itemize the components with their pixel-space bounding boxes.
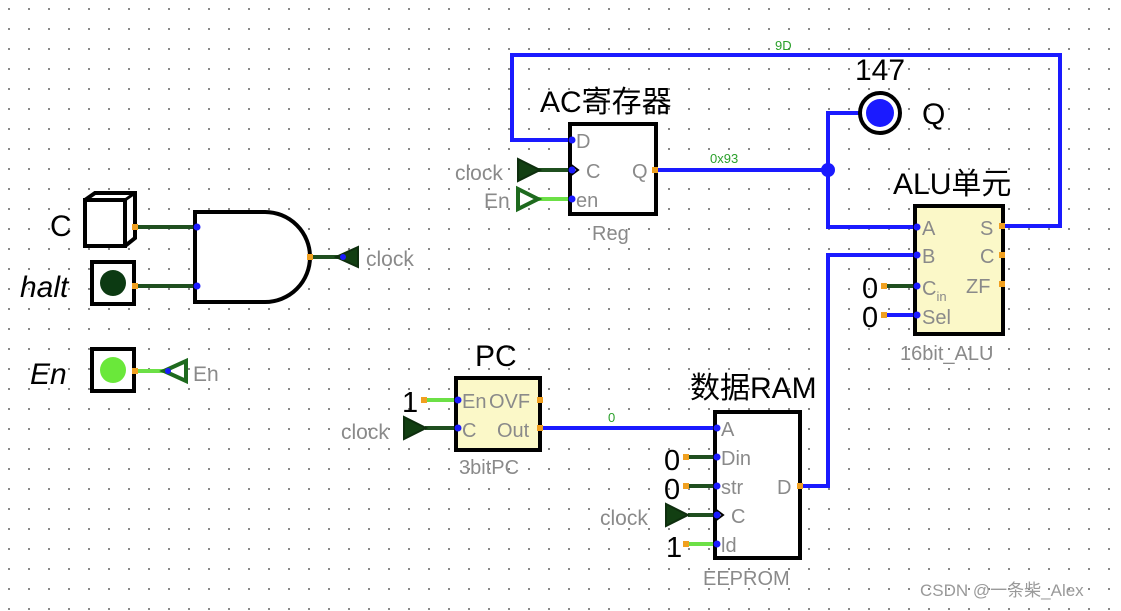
ac-pin-en: en bbox=[576, 190, 598, 212]
en-tunnel-ac bbox=[516, 185, 543, 213]
ac-pin-q: Q bbox=[632, 161, 648, 183]
clock-tunnel-gate bbox=[333, 245, 359, 269]
pc-en-constant: 1 bbox=[402, 387, 418, 419]
clock-tunnel-ram bbox=[665, 502, 691, 528]
pc-pin-c: C bbox=[462, 420, 476, 442]
pc-counter[interactable] bbox=[454, 376, 544, 452]
ac-pin-c: C bbox=[586, 161, 600, 183]
alu-sel-constant: 0 bbox=[862, 302, 878, 334]
halt-input[interactable] bbox=[90, 260, 138, 306]
feedback-wire-value: 9D bbox=[775, 38, 792, 53]
alu-pin-zf: ZF bbox=[966, 276, 990, 298]
en-tunnel-input-label: En bbox=[193, 363, 219, 386]
ram-ld-constant: 1 bbox=[666, 532, 682, 564]
ram-pin-d: D bbox=[777, 477, 791, 499]
feedback-bus-wire bbox=[510, 53, 1062, 228]
clock-tunnel-ac bbox=[517, 157, 543, 183]
alu-sel-const-pin bbox=[881, 312, 887, 318]
ram-pin-c: C bbox=[731, 506, 745, 528]
ram-pin-str: str bbox=[721, 477, 744, 499]
alu-unit[interactable] bbox=[913, 204, 1006, 336]
alu-pin-b: B bbox=[922, 246, 935, 268]
alu-pin-a: A bbox=[922, 218, 936, 240]
probe-label: Q bbox=[922, 98, 945, 131]
pc-type: 3bitPC bbox=[459, 457, 519, 479]
pc-out-wire-value: 0 bbox=[608, 410, 615, 425]
clock-tunnel-pc bbox=[403, 415, 429, 441]
alu-pin-cin: Cin bbox=[922, 278, 947, 304]
ac-pin-d: D bbox=[576, 131, 590, 153]
watermark: CSDN @一条柴_Alex bbox=[920, 581, 1084, 600]
clock-tunnel-gate-label: clock bbox=[366, 248, 414, 271]
pc-pin-out: Out bbox=[497, 420, 530, 442]
probe-value: 147 bbox=[855, 54, 905, 87]
clock-tunnel-ram-label: clock bbox=[600, 507, 648, 530]
alu-pin-s: S bbox=[980, 218, 993, 240]
ram-str-const-pin bbox=[683, 483, 689, 489]
pc-title: PC bbox=[475, 340, 517, 373]
ac-register[interactable] bbox=[568, 122, 659, 216]
input-en-label: En bbox=[30, 358, 67, 391]
en-tunnel-ac-label: En bbox=[484, 190, 510, 213]
ram-str-constant: 0 bbox=[664, 474, 680, 506]
ram-type: EEPROM bbox=[703, 568, 790, 590]
alu-title: ALU单元 bbox=[893, 168, 1011, 201]
ram-din-const-pin bbox=[683, 454, 689, 460]
output-probe-q bbox=[858, 91, 902, 135]
clock-input-c[interactable] bbox=[83, 191, 138, 248]
input-halt-label: halt bbox=[20, 271, 70, 304]
pc-pin-en: En bbox=[462, 391, 486, 413]
ram-title: 数据RAM bbox=[690, 372, 817, 405]
pc-pin-ovf: OVF bbox=[489, 391, 530, 413]
probe-wire bbox=[826, 111, 860, 170]
en-tunnel-input bbox=[159, 357, 188, 385]
ram-pin-ld: ld bbox=[721, 535, 737, 557]
and-gate[interactable] bbox=[193, 210, 314, 304]
ram-pin-a: A bbox=[721, 419, 735, 441]
input-c-label: C bbox=[50, 210, 72, 243]
ac-register-type: Reg bbox=[592, 223, 629, 245]
alu-cin-constant: 0 bbox=[862, 273, 878, 305]
wire-junction bbox=[821, 163, 835, 177]
ram-unit[interactable] bbox=[713, 410, 804, 560]
en-input[interactable] bbox=[90, 347, 138, 393]
alu-pin-sel: Sel bbox=[922, 307, 951, 329]
alu-cin-const-pin bbox=[881, 283, 887, 289]
ram-pin-din: Din bbox=[721, 448, 751, 470]
ram-ld-const-pin bbox=[683, 541, 689, 547]
acc-output-wire-value: 0x93 bbox=[710, 151, 738, 166]
alu-a-wire bbox=[826, 170, 917, 229]
ram-data-wire bbox=[800, 253, 917, 488]
pc-en-const-pin bbox=[421, 397, 427, 403]
clock-tunnel-ac-label: clock bbox=[455, 162, 503, 185]
ac-register-title: AC寄存器 bbox=[540, 86, 672, 119]
alu-type: 16bit_ALU bbox=[900, 343, 993, 365]
clock-tunnel-pc-label: clock bbox=[341, 421, 389, 444]
alu-pin-c: C bbox=[980, 246, 994, 268]
ram-din-constant: 0 bbox=[664, 445, 680, 477]
